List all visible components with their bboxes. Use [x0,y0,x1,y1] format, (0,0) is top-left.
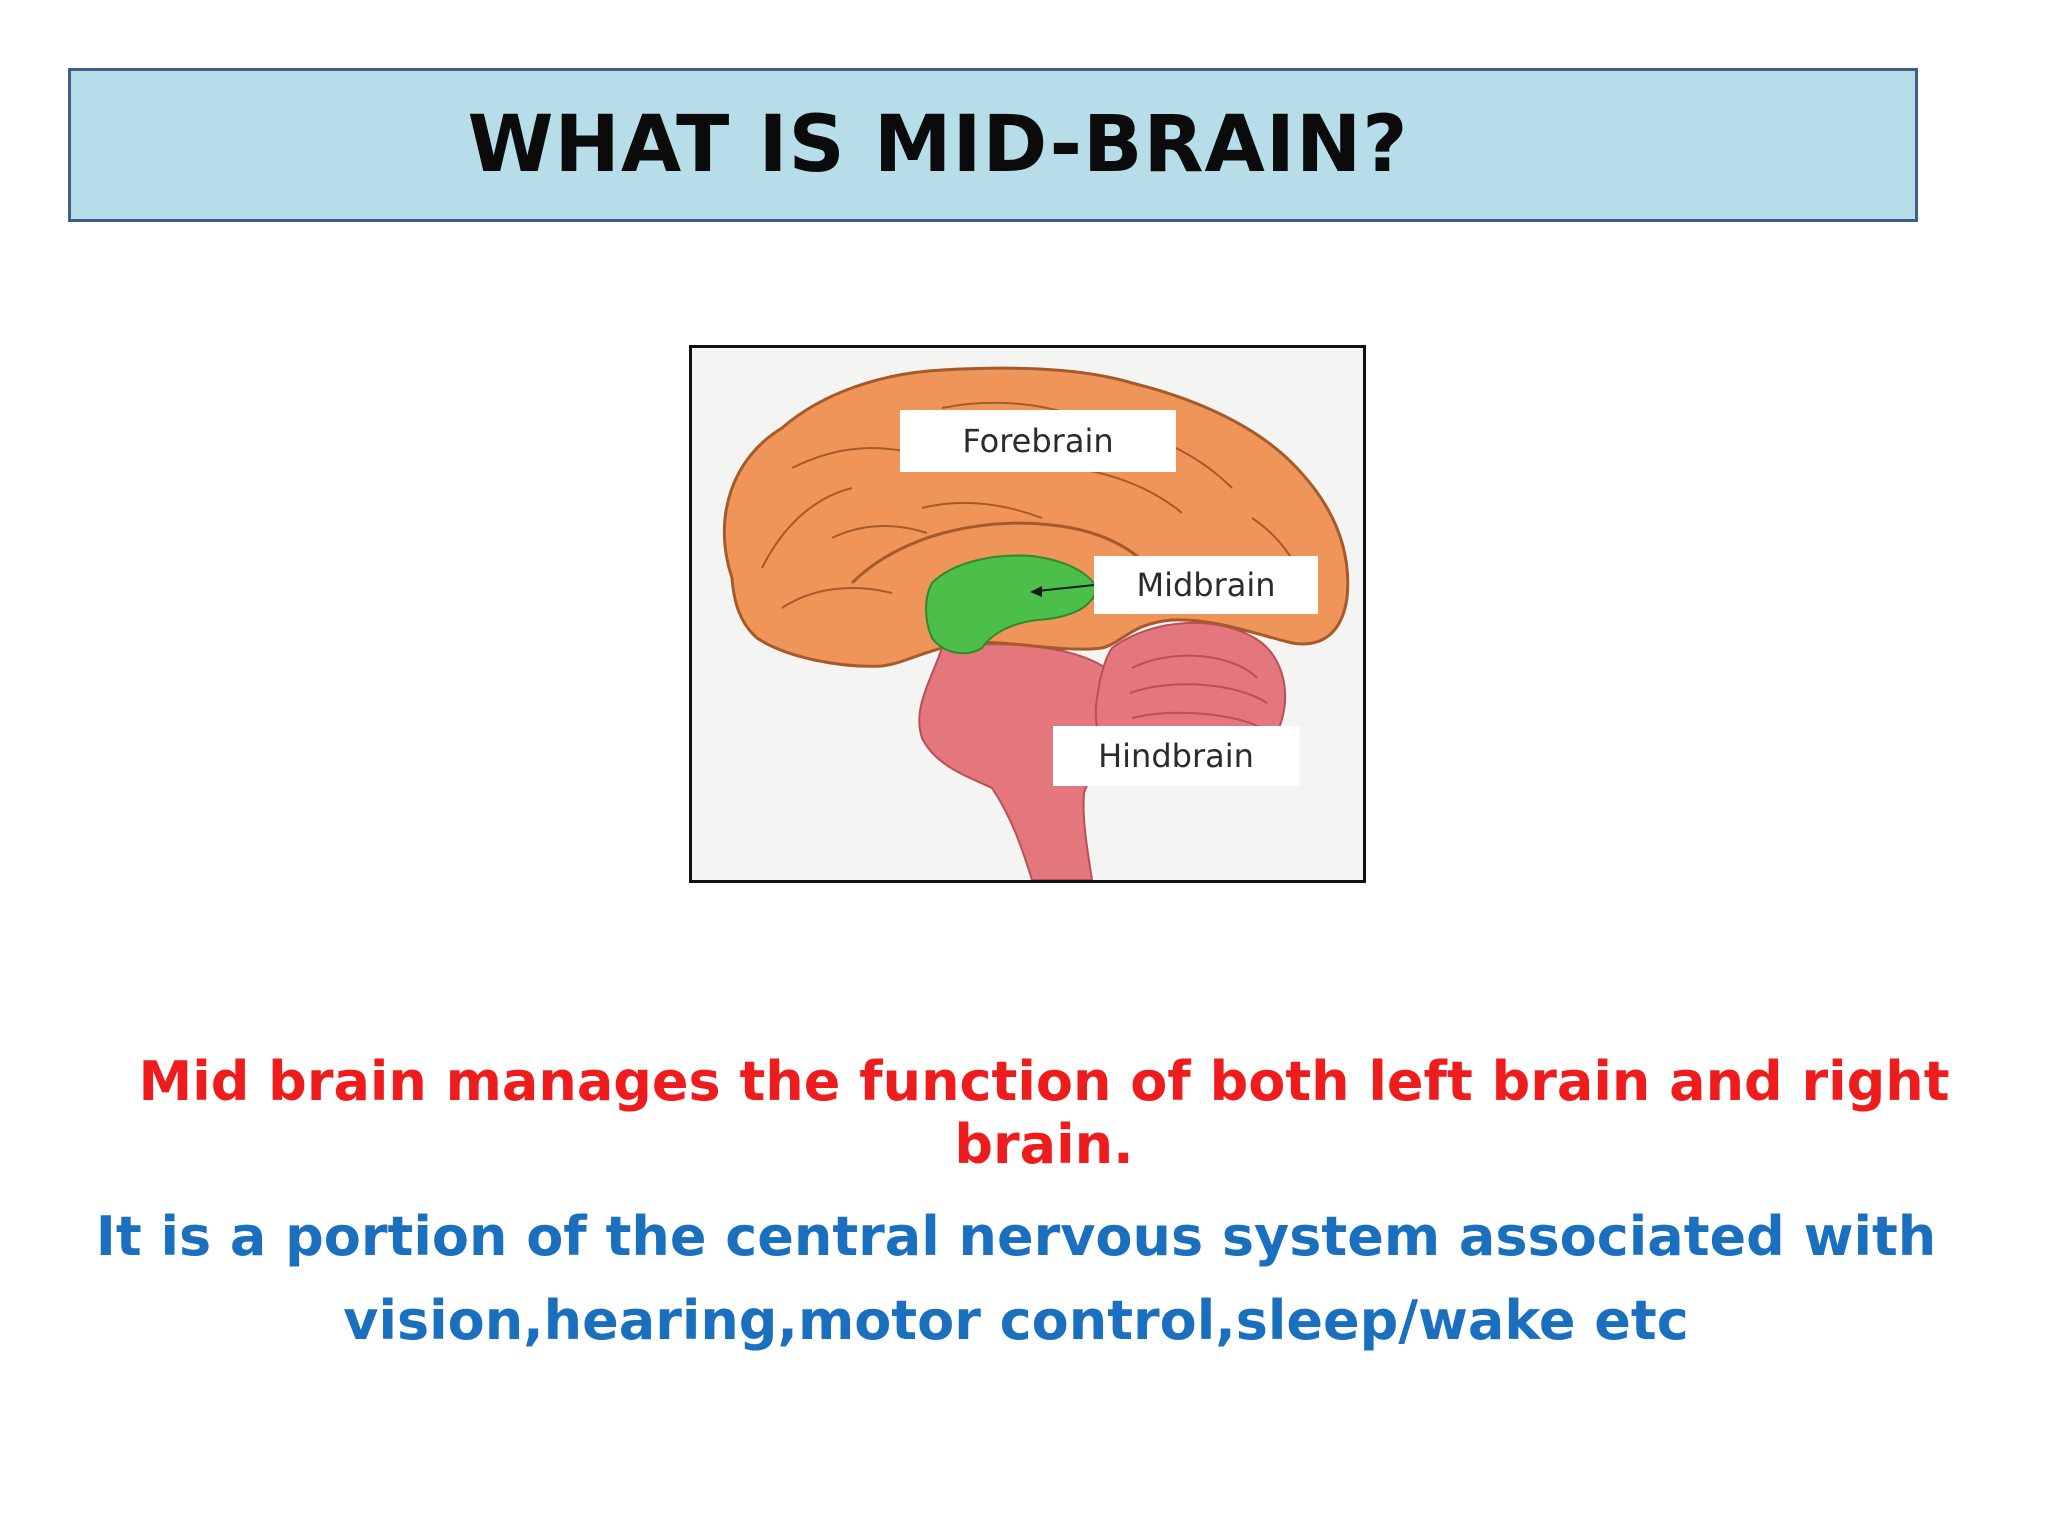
statement-text: Mid brain manages the function of both l… [138,1050,1950,1176]
title-banner: WHAT IS MID-BRAIN? [68,68,1918,222]
midbrain-label: Midbrain [1094,556,1318,614]
description-paragraph: It is a portion of the central nervous s… [0,1195,2048,1363]
hindbrain-label: Hindbrain [1053,726,1299,786]
cerebellum-folds [1129,654,1268,754]
midbrain-pointer [1036,584,1095,592]
forebrain-label: Forebrain [900,410,1176,472]
midbrain-pointer-head [1030,586,1042,597]
forebrain-gyri [761,401,1308,614]
slide-title: WHAT IS MID-BRAIN? [467,100,1409,190]
midbrain-shape [925,554,1099,655]
description-line-2: vision,hearing,motor control,sleep/wake … [343,1289,1689,1352]
brain-diagram: Forebrain Midbrain Hindbrain [689,345,1366,883]
description-line-1: It is a portion of the central nervous s… [95,1205,1937,1268]
